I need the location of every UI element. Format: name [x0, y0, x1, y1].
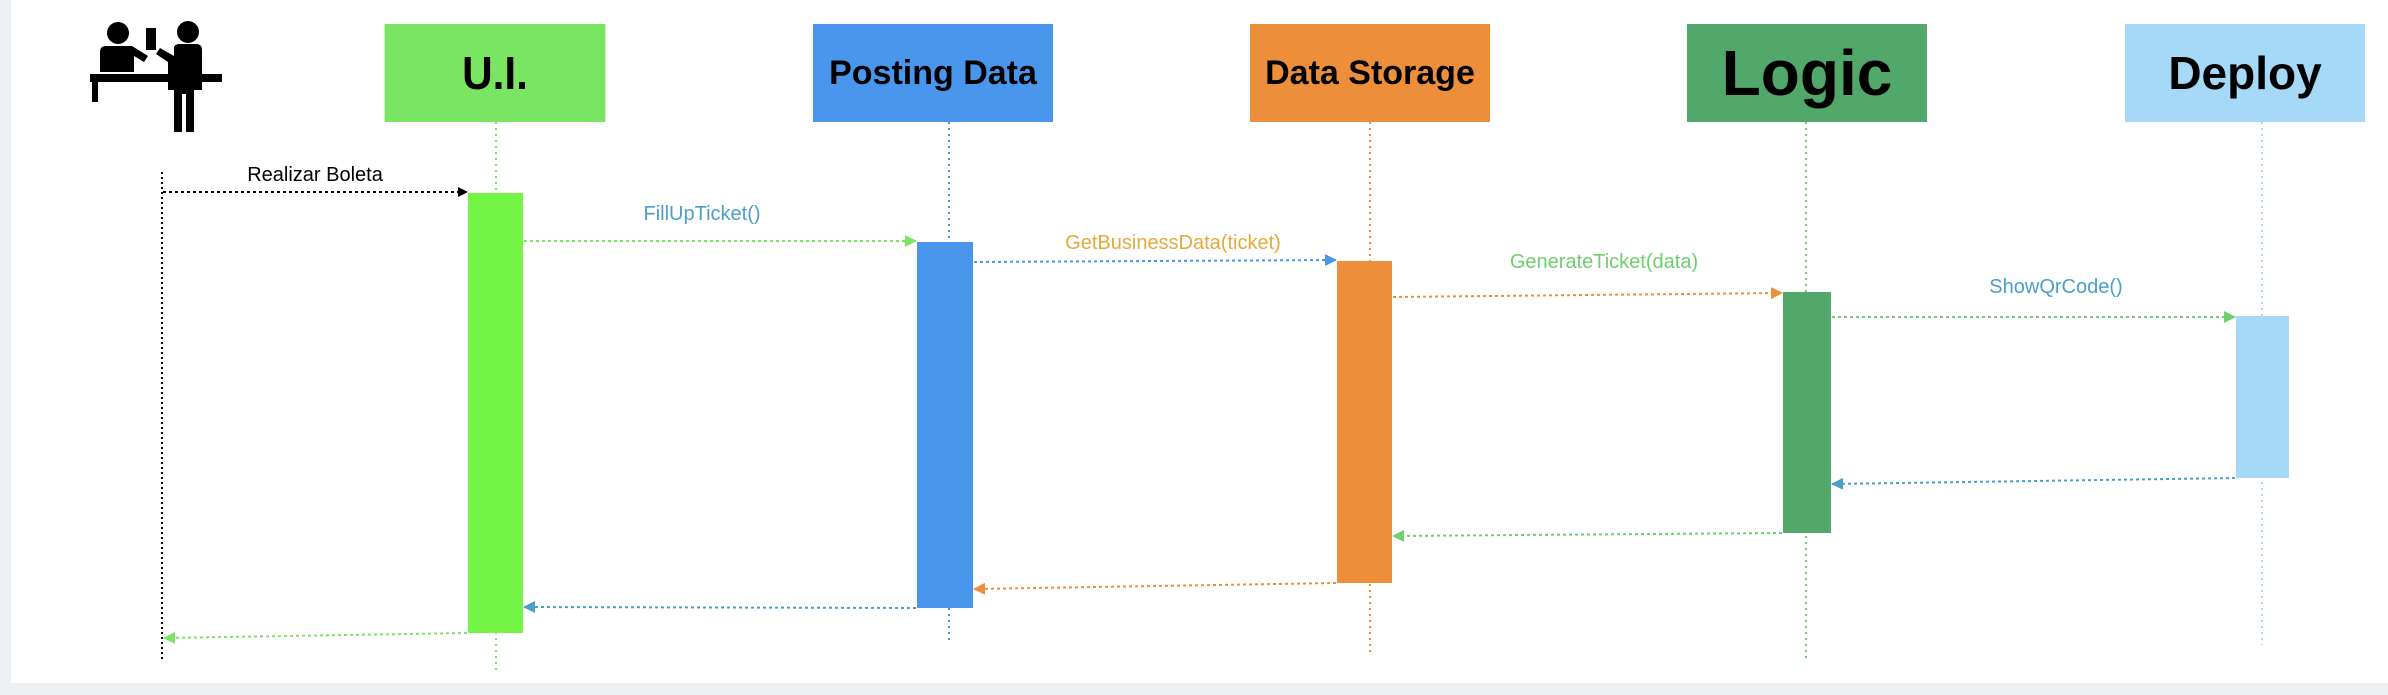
return-arrow-posting-to-ui: [523, 601, 917, 614]
participant-posting-data-label: Posting Data: [829, 53, 1037, 92]
participant-deploy: Deploy: [2125, 24, 2365, 122]
return-arrow-logic-to-storage: [1392, 529, 1783, 542]
participant-ui: U.I.: [384, 24, 606, 122]
activation-ui: [468, 193, 523, 633]
message-arrow-generateticket: [1392, 287, 1783, 300]
participant-logic: Logic: [1687, 24, 1927, 122]
left-margin-strip: [0, 0, 11, 695]
activation-deploy: [2236, 316, 2289, 478]
participant-logic-label: Logic: [1721, 37, 1893, 109]
message-label-realizar-boleta: Realizar Boleta: [247, 164, 384, 186]
message-arrow-getbusinessdata: [973, 254, 1337, 267]
participant-ui-label: U.I.: [462, 47, 528, 99]
participant-data-storage: Data Storage: [1250, 24, 1490, 122]
person-at-desk-icon: [90, 21, 222, 132]
return-arrow-deploy-to-logic: [1831, 477, 2236, 490]
message-label-fillupticket: FillUpTicket(): [643, 203, 760, 225]
return-arrow-storage-to-posting: [973, 582, 1337, 595]
return-arrow-ui-to-actor: [163, 631, 468, 644]
participant-data-storage-label: Data Storage: [1265, 53, 1475, 92]
message-label-generateticket: GenerateTicket(data): [1510, 251, 1698, 273]
activation-data-storage: [1337, 261, 1392, 583]
bottom-margin-strip: [0, 683, 2388, 695]
activation-logic: [1783, 292, 1831, 533]
message-label-getbusinessdata: GetBusinessData(ticket): [1065, 232, 1281, 254]
message-label-showqrcode: ShowQrCode(): [1989, 276, 2122, 298]
participant-deploy-label: Deploy: [2168, 47, 2322, 99]
activation-posting-data: [917, 242, 973, 608]
participant-posting-data: Posting Data: [813, 24, 1053, 122]
